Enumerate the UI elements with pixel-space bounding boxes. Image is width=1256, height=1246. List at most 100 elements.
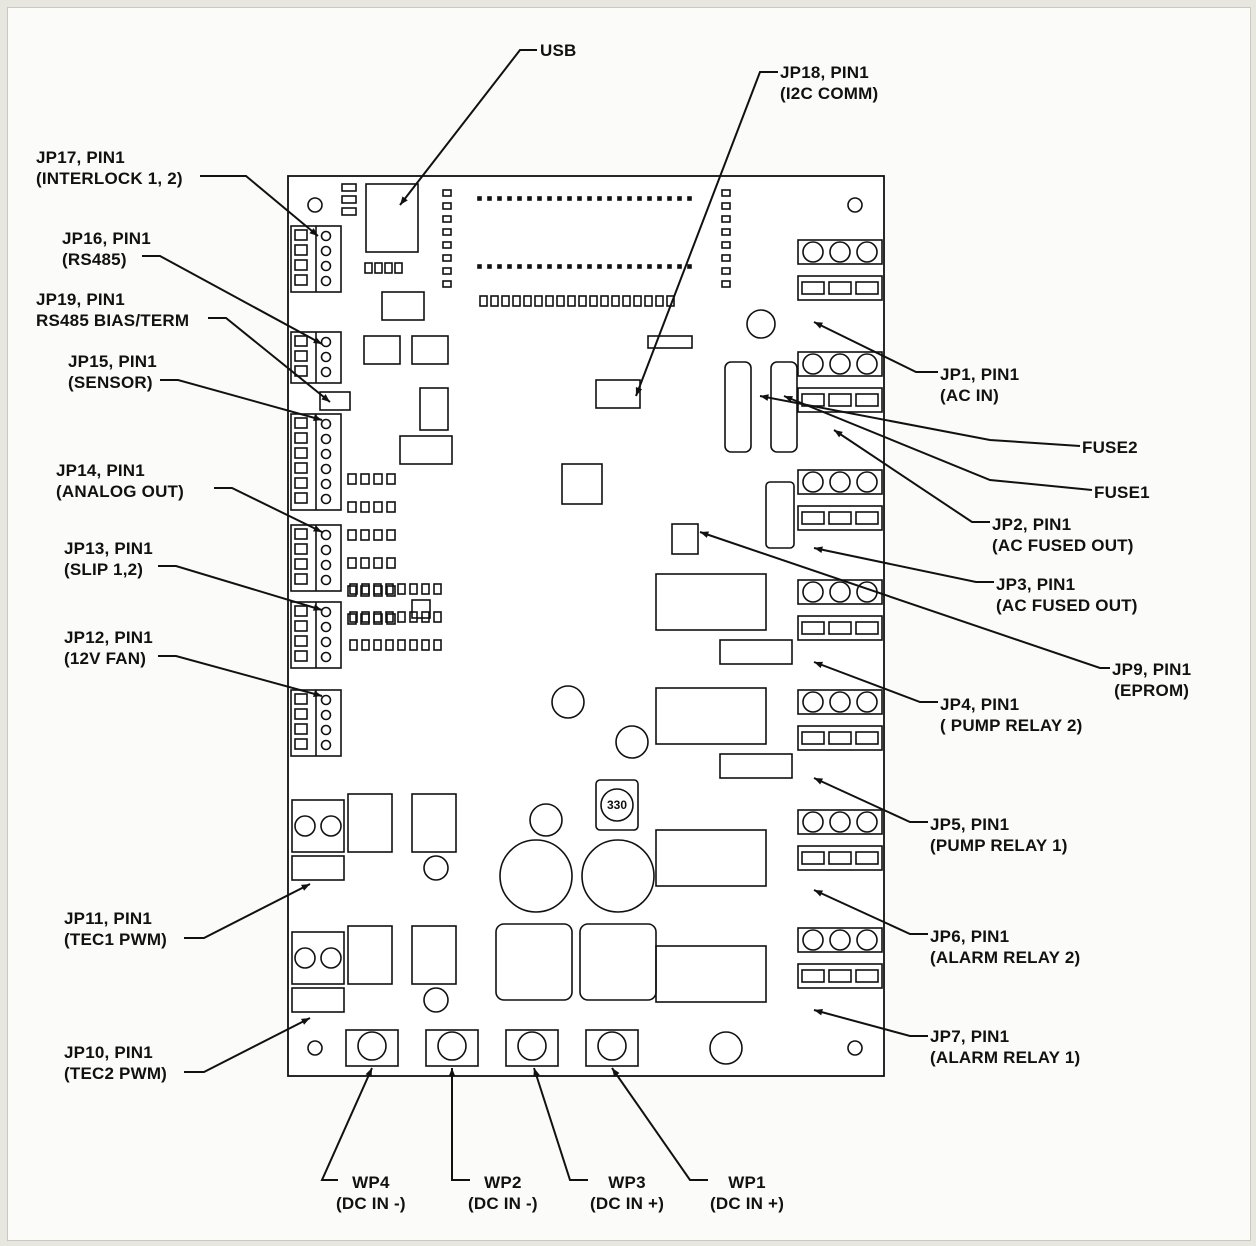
arrowhead-fuse2 [760, 394, 769, 401]
leader-line-jp6 [813, 889, 928, 935]
terminal-block-4 [802, 691, 824, 713]
smd-pad [347, 585, 357, 597]
pad-dot [677, 196, 682, 201]
tec2-block [423, 987, 449, 1013]
header-jp12 [320, 739, 332, 751]
smd-pad [397, 611, 406, 623]
pad-dot [607, 264, 612, 269]
smd-pad [622, 295, 631, 307]
pad-dot [487, 264, 492, 269]
header-jp13 [294, 650, 308, 662]
smd-pad [421, 639, 430, 651]
smd-pad [655, 295, 664, 307]
header-jp17 [294, 259, 308, 271]
leader-line-jp13 [158, 565, 323, 611]
screw-terminal-3 [597, 1031, 627, 1061]
terminal-block-0 [801, 281, 825, 295]
terminal-block-2 [802, 471, 824, 493]
connector-jp9 [671, 523, 699, 555]
terminal-block-0 [802, 241, 824, 263]
smd-pad [385, 639, 394, 651]
pad-dot [647, 196, 652, 201]
label-jp17: JP17, PIN1(INTERLOCK 1, 2) [36, 148, 183, 188]
tec2-block [291, 987, 345, 1013]
pcb-outline [287, 175, 885, 1077]
pad-dot [587, 264, 592, 269]
label-jp1: JP1, PIN1(AC IN) [940, 365, 1020, 405]
label-wp1: WP1(DC IN +) [710, 1173, 785, 1213]
arrowhead-jp12 [313, 690, 322, 698]
terminal-block-2 [797, 469, 883, 495]
leader-line-jp18 [635, 71, 778, 397]
smd-pad [373, 639, 382, 651]
pad-dot [597, 264, 602, 269]
terminal-block-6 [797, 963, 883, 989]
relay-coil [719, 753, 793, 779]
header-jp15 [320, 418, 332, 430]
smd-pad [442, 267, 452, 275]
header-jp16 [294, 335, 308, 347]
header-jp15 [320, 448, 332, 460]
smd-pad [567, 295, 576, 307]
smd-pad [479, 295, 488, 307]
smd-pad [385, 611, 394, 623]
smd-pad [341, 195, 357, 204]
power-module [495, 923, 573, 1001]
header-jp15 [320, 433, 332, 445]
terminal-block-2 [855, 511, 879, 525]
pad-dot [557, 264, 562, 269]
arrowhead-jp6 [814, 890, 823, 897]
terminal-block-4 [801, 731, 825, 745]
tec1-block [320, 815, 342, 837]
smd-pad [341, 183, 357, 192]
header-jp13 [294, 605, 308, 617]
header-jp17 [294, 244, 308, 256]
terminal-block-5 [856, 811, 878, 833]
smd-pad [490, 295, 499, 307]
inductor-label: 330 [607, 798, 627, 812]
smd-pad [501, 295, 510, 307]
terminal-block-4 [828, 731, 852, 745]
tec2-block [320, 947, 342, 969]
arrowhead-jp1 [814, 322, 823, 329]
tec2-block [347, 925, 393, 985]
pad-dot [487, 196, 492, 201]
mounting-hole [307, 197, 323, 213]
terminal-block-1 [828, 393, 852, 407]
terminal-block-3 [797, 615, 883, 641]
terminal-block-5 [801, 851, 825, 865]
screw-terminal-2 [505, 1029, 559, 1067]
pad-dot [527, 264, 532, 269]
smd-pad [394, 262, 403, 274]
smd-pad [421, 611, 430, 623]
mounting-hole [307, 1040, 323, 1056]
smd-pad [341, 207, 357, 216]
terminal-block-3 [828, 621, 852, 635]
smd-pad [633, 295, 642, 307]
terminal-block-2 [856, 471, 878, 493]
terminal-block-0 [828, 281, 852, 295]
smd-pad [347, 557, 357, 569]
leader-line-jp17 [200, 175, 319, 237]
arrowhead-jp16 [313, 337, 322, 344]
tec2-block [291, 931, 345, 985]
smd-pad [373, 501, 383, 513]
smd-pad [384, 262, 393, 274]
arrowhead-jp3 [814, 546, 823, 553]
connector-jp18 [595, 379, 641, 409]
smd-pad [347, 501, 357, 513]
smd-pad [556, 295, 565, 307]
terminal-block-1 [802, 353, 824, 375]
header-jp12 [294, 693, 308, 705]
leader-line-jp12 [158, 655, 323, 697]
screw-terminal-0 [345, 1029, 399, 1067]
pad-dot [537, 264, 542, 269]
terminal-block-6 [828, 969, 852, 983]
header-jp14 [320, 559, 332, 571]
arrowhead-fuse1 [784, 396, 793, 403]
terminal-block-5 [797, 845, 883, 871]
smd-pad [721, 280, 731, 288]
terminal-block-6 [797, 927, 883, 953]
smd-pad [433, 611, 442, 623]
terminal-block-4 [797, 725, 883, 751]
